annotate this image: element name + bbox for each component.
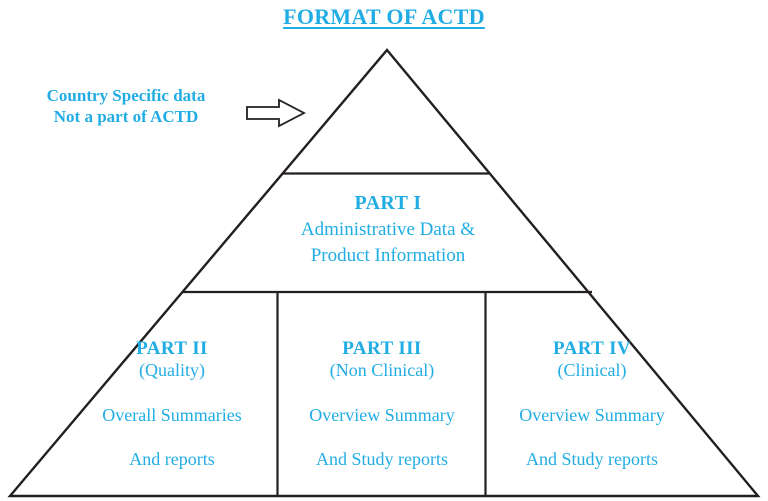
part2-subtitle: (Quality) — [139, 360, 205, 380]
part4-heading: PART IV — [553, 338, 631, 359]
part3-subtitle: (Non Clinical) — [329, 360, 435, 380]
part4-body-line-2: And Study reports — [526, 449, 658, 470]
part2-body-line-2: And reports — [129, 449, 215, 470]
pyramid-section-part3: PART III (Non Clinical) Overview Summary… — [282, 338, 482, 471]
part1-heading: PART I — [354, 192, 422, 214]
part3-body-line-1: Overview Summary — [309, 404, 455, 425]
annotation-country-specific: Country Specific data Not a part of ACTD — [8, 86, 244, 127]
annotation-line-2: Not a part of ACTD — [53, 106, 199, 126]
part4-subtitle: (Clinical) — [557, 360, 627, 380]
part2-heading: PART II — [136, 338, 208, 359]
part4-body-line-1: Overview Summary — [519, 404, 665, 425]
part3-body-line-2: And Study reports — [316, 449, 448, 470]
pyramid-section-part4: PART IV (Clinical) Overview Summary And … — [492, 338, 692, 471]
part2-body-line-1: Overall Summaries — [102, 404, 242, 425]
block-arrow-right-icon — [246, 98, 306, 128]
page-title: FORMAT OF ACTD — [283, 4, 485, 29]
part3-heading: PART III — [342, 338, 422, 359]
part1-body-line-2: Product Information — [310, 245, 466, 267]
annotation-line-1: Country Specific data — [46, 86, 206, 105]
pyramid-section-part1: PART I Administrative Data & Product Inf… — [258, 192, 518, 267]
part1-body-line-1: Administrative Data & — [300, 219, 476, 240]
pyramid-section-part2: PART II (Quality) Overall Summaries And … — [72, 338, 272, 471]
pyramid-triangle — [7, 48, 761, 498]
